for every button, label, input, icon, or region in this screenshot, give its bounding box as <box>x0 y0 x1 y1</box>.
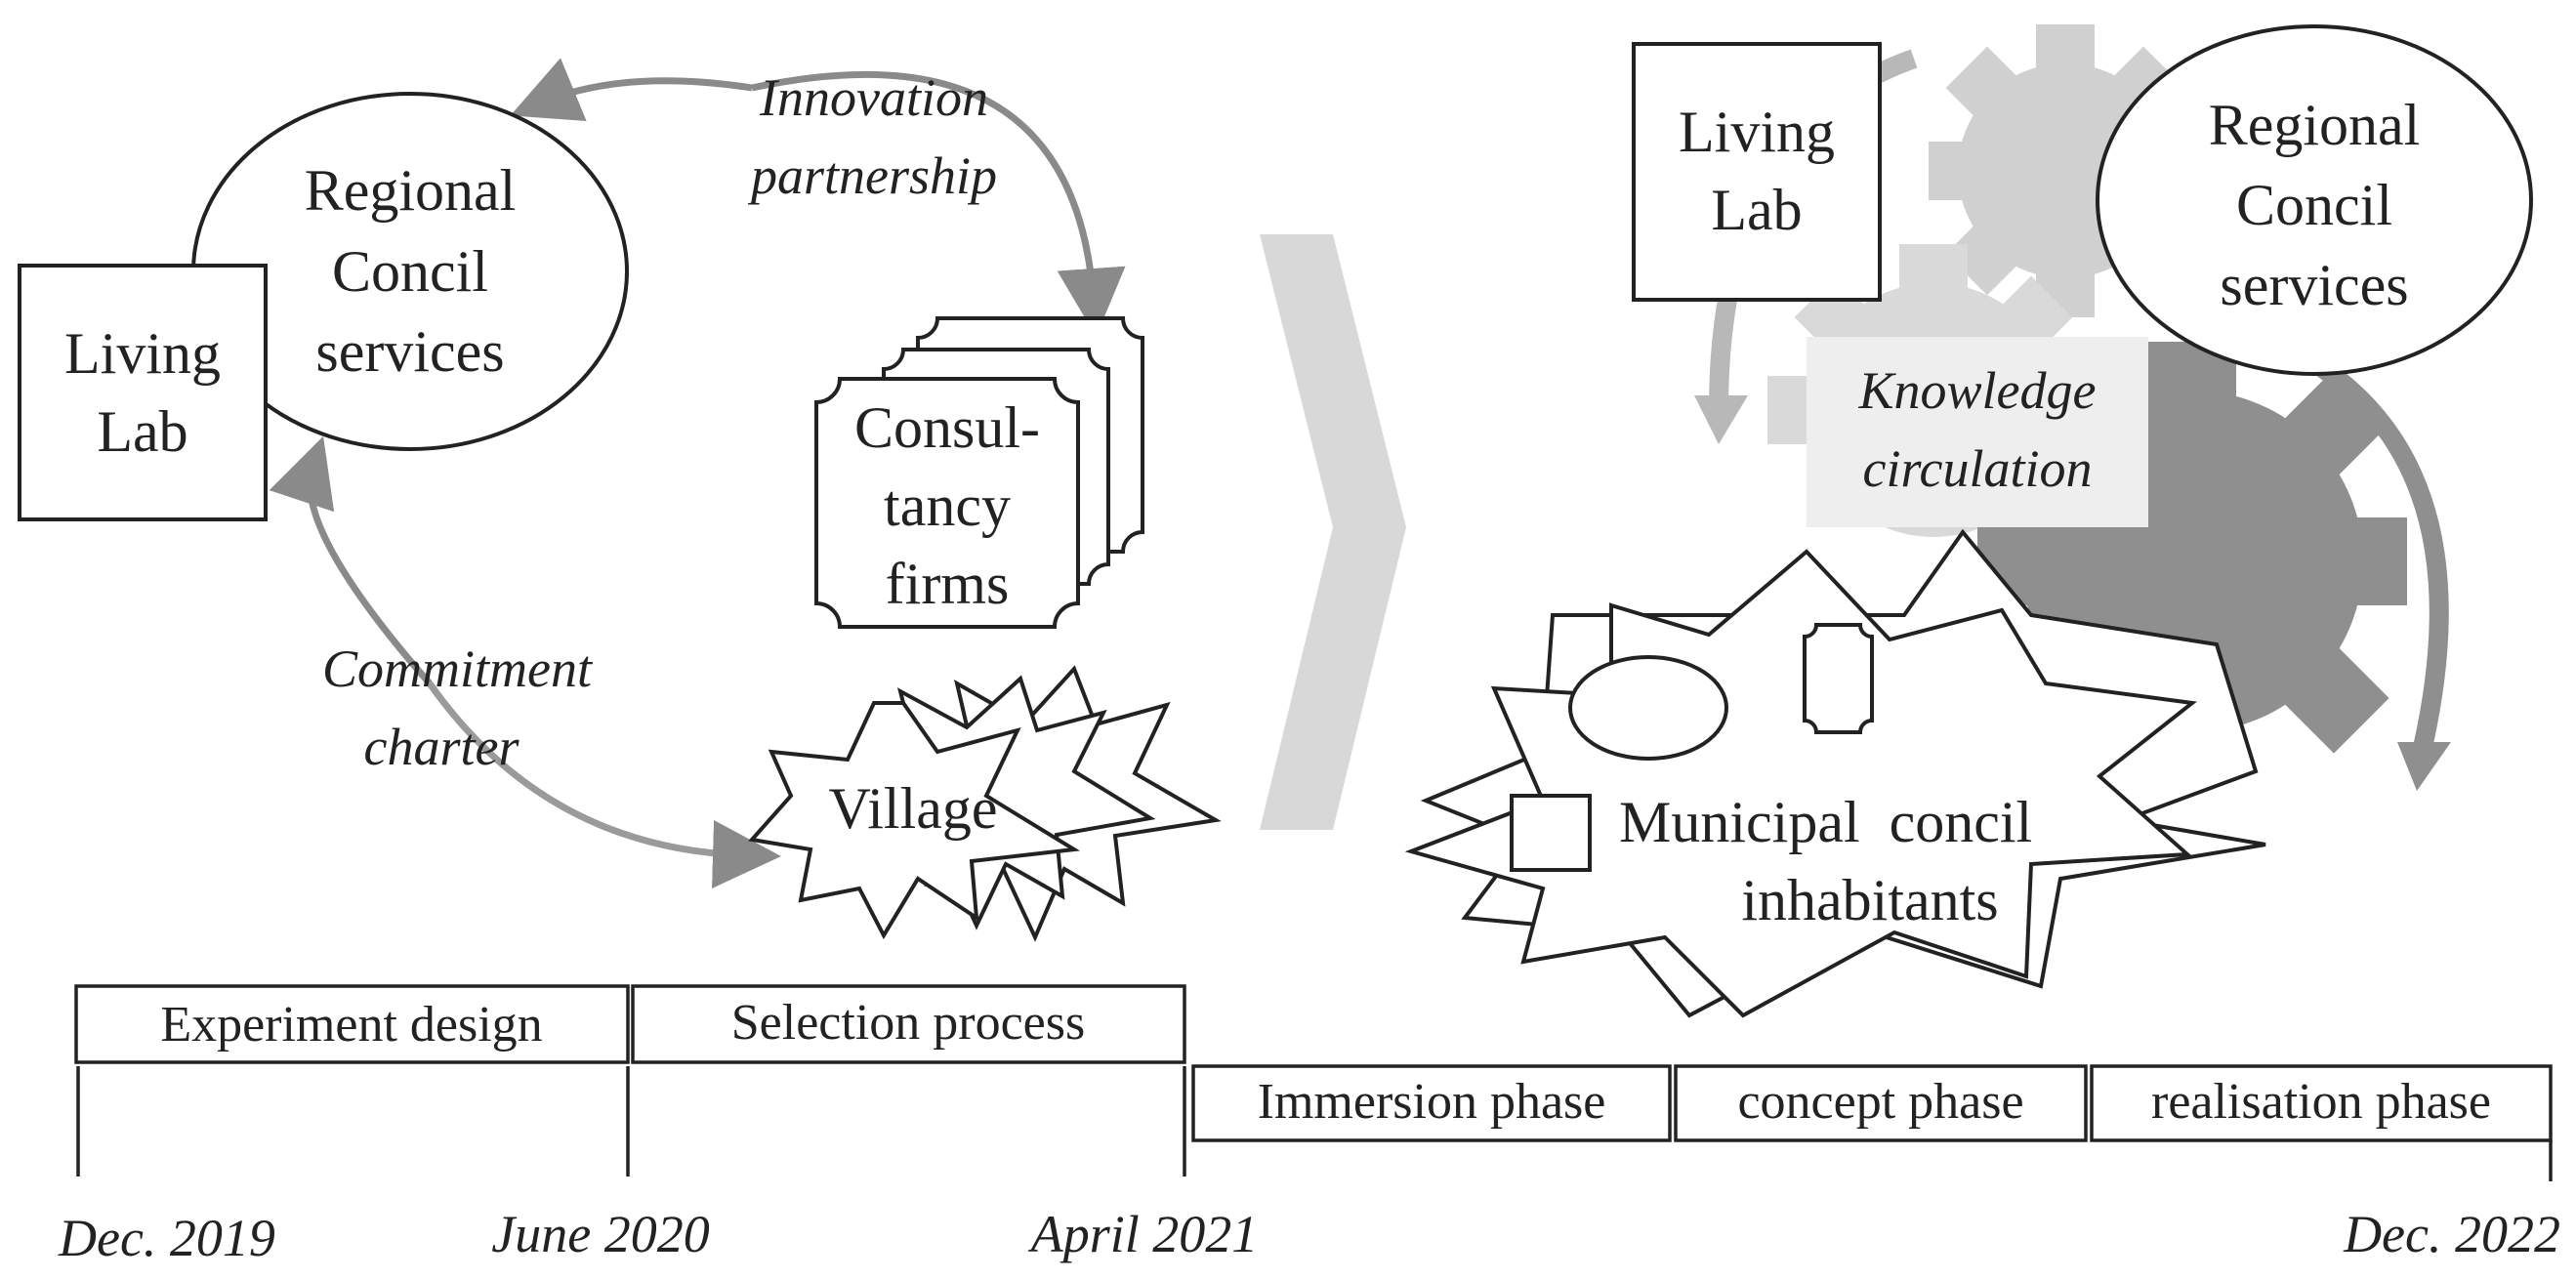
consultancy-plaque-front <box>814 377 1080 629</box>
living-lab-label-1: Living <box>64 321 221 386</box>
phase-immersion: Immersion phase <box>1258 1074 1606 1130</box>
commitment-charter-label-1: Commitment <box>322 640 594 698</box>
date-june-2020: June 2020 <box>491 1205 709 1263</box>
regional-council-right-label-1: Regional <box>2209 93 2421 157</box>
knowledge-circulation-label-1: Knowledge <box>1858 361 2097 420</box>
commitment-charter-arrow-end <box>427 681 781 888</box>
innovation-partnership-label-1: Innovation <box>759 68 988 127</box>
municipal-square-icon <box>1510 794 1592 872</box>
consultancy-label-1: Consul- <box>854 395 1040 460</box>
living-lab-right-label-2: Lab <box>1711 178 1802 242</box>
living-lab-label-2: Lab <box>97 399 187 464</box>
phase-box-realisation <box>2090 1064 2553 1142</box>
phase-box-immersion <box>1191 1064 1672 1142</box>
consultancy-label-3: firms <box>886 552 1010 616</box>
knowledge-circulation-band <box>1807 337 2148 527</box>
living-lab-box <box>18 264 268 521</box>
living-lab-right-label-1: Living <box>1679 100 1835 164</box>
phase-realisation: realisation phase <box>2151 1074 2491 1130</box>
phase-transition-chevron <box>1260 234 1406 830</box>
phase-box-selection-process <box>631 984 1186 1064</box>
village-label: Village <box>829 776 998 841</box>
commitment-charter-label-2: charter <box>364 718 520 776</box>
innovation-partnership-arrow <box>751 70 1126 337</box>
municipal-ellipse-icon <box>1568 655 1728 761</box>
municipal-label-2: inhabitants <box>1741 868 1998 932</box>
regional-council-right-label-2: Concil <box>2236 173 2392 237</box>
regional-council-right-label-3: services <box>2220 253 2408 317</box>
timeline: Experiment design Selection process Imme… <box>58 984 2560 1267</box>
knowledge-circulation-label-2: circulation <box>1863 439 2093 498</box>
regional-council-label-1: Regional <box>305 158 517 223</box>
date-dec-2022: Dec. 2022 <box>2343 1205 2560 1263</box>
innovation-partnership-label-2: partnership <box>747 146 997 205</box>
phase-selection-process: Selection process <box>731 995 1085 1051</box>
regional-council-label-3: services <box>315 319 504 384</box>
phase-box-experiment-design <box>74 984 630 1064</box>
right-panel: Knowledge circulation Living Lab Regiona… <box>1404 24 2533 1018</box>
consultancy-label-2: tancy <box>884 474 1011 538</box>
phase-experiment-design: Experiment design <box>160 997 542 1053</box>
phase-box-concept <box>1674 1064 2088 1142</box>
living-lab-box-right <box>1632 42 1882 302</box>
village-star-front <box>748 701 1081 940</box>
municipal-plaque-icon <box>1803 623 1874 734</box>
commitment-charter-arrow <box>269 435 433 686</box>
left-panel: Regional Concil services Living Lab Inno… <box>18 58 1222 942</box>
innovation-partnership-arrow-start <box>510 58 753 122</box>
municipal-label-1: Municipal concil <box>1619 790 2032 854</box>
regional-council-ellipse-right <box>2096 24 2533 376</box>
date-dec-2019: Dec. 2019 <box>58 1209 275 1267</box>
date-april-2021: April 2021 <box>1028 1205 1259 1263</box>
cycle-arrow-right-head <box>2397 742 2451 791</box>
regional-council-label-2: Concil <box>332 239 488 304</box>
phase-concept: concept phase <box>1737 1074 2023 1130</box>
cycle-arrow-left-head <box>1694 395 1748 444</box>
